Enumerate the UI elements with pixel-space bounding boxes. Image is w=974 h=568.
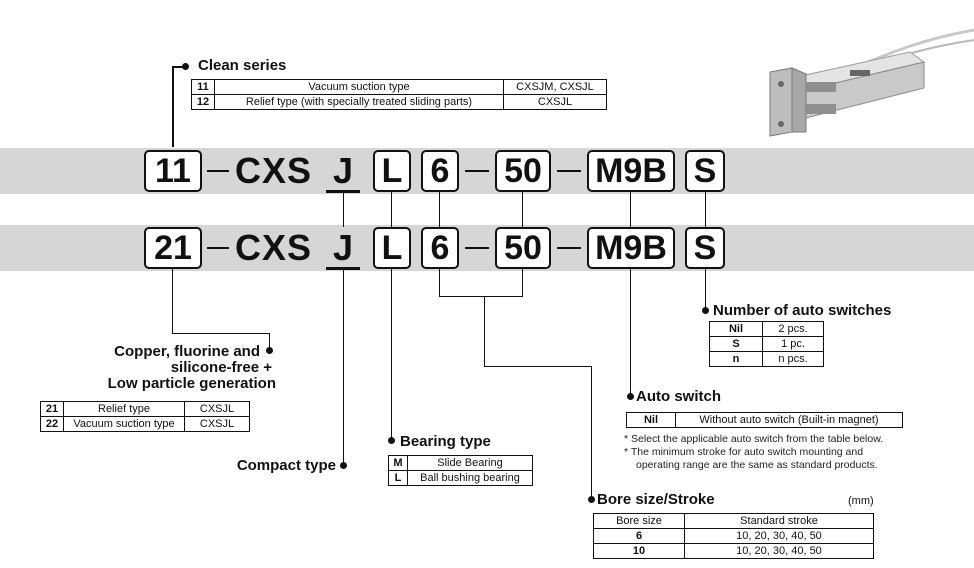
auto-switch-title: Auto switch (636, 388, 721, 405)
code2-bore: 6 (421, 227, 459, 269)
code1-series: CXS (235, 150, 313, 191)
table-row: 6 10, 20, 30, 40, 50 (593, 528, 874, 544)
table-row: Nil 2 pcs. (709, 321, 824, 337)
code1-stroke: 50 (495, 150, 551, 192)
code1-switch: M9B (587, 150, 675, 192)
compact-title: Compact type (236, 457, 336, 474)
clean-series-dot (182, 63, 189, 70)
table-row: 12 Relief type (with specially treated s… (191, 94, 607, 110)
table-row: n n pcs. (709, 351, 824, 367)
table-row: 21 Relief type CXSJL (40, 401, 250, 417)
bearing-title: Bearing type (400, 433, 491, 450)
code1-j: J (333, 150, 355, 191)
code1-bearing: L (373, 150, 411, 192)
copper-title-1: Copper, fluorine and (114, 343, 260, 360)
code1-prefix: 11 (144, 150, 202, 192)
code2-stroke: 50 (495, 227, 551, 269)
table-row: 11 Vacuum suction type CXSJM, CXSJL (191, 79, 607, 95)
table-row: 10 10, 20, 30, 40, 50 (593, 543, 874, 559)
code2-j: J (333, 227, 355, 268)
code2-switch: M9B (587, 227, 675, 269)
code2-prefix: 21 (144, 227, 202, 269)
code2-series: CXS (235, 227, 313, 268)
copper-title-3: Low particle generation (107, 375, 276, 392)
table-row: M Slide Bearing (388, 455, 533, 471)
table-row: Bore size Standard stroke (593, 513, 874, 529)
auto-switch-note-1: * Select the applicable auto switch from… (624, 433, 884, 445)
clean-series-table: 11 Vacuum suction type CXSJM, CXSJL 12 R… (191, 79, 607, 110)
table-row: L Ball bushing bearing (388, 470, 533, 486)
copper-table: 21 Relief type CXSJL 22 Vacuum suction t… (40, 401, 250, 432)
code2-bearing: L (373, 227, 411, 269)
code1-bore: 6 (421, 150, 459, 192)
switch-count-title: Number of auto switches (713, 302, 892, 319)
table-row: Nil Without auto switch (Built-in magnet… (626, 412, 903, 428)
bearing-table: M Slide Bearing L Ball bushing bearing (388, 455, 533, 486)
auto-switch-table: Nil Without auto switch (Built-in magnet… (626, 412, 903, 428)
auto-switch-note-2b: operating range are the same as standard… (636, 459, 878, 471)
table-row: 22 Vacuum suction type CXSJL (40, 416, 250, 432)
code2-count: S (685, 227, 725, 269)
switch-count-table: Nil 2 pcs. S 1 pc. n n pcs. (709, 321, 824, 367)
table-row: S 1 pc. (709, 336, 824, 352)
auto-switch-note-2a: * The minimum stroke for auto switch mou… (624, 446, 864, 458)
clean-series-title: Clean series (198, 57, 287, 74)
bore-unit: (mm) (848, 495, 874, 507)
bore-table: Bore size Standard stroke 6 10, 20, 30, … (593, 513, 874, 559)
code1-count: S (685, 150, 725, 192)
bore-title: Bore size/Stroke (597, 491, 715, 508)
product-photo (769, 28, 974, 137)
copper-title-2: silicone-free + (170, 359, 272, 376)
